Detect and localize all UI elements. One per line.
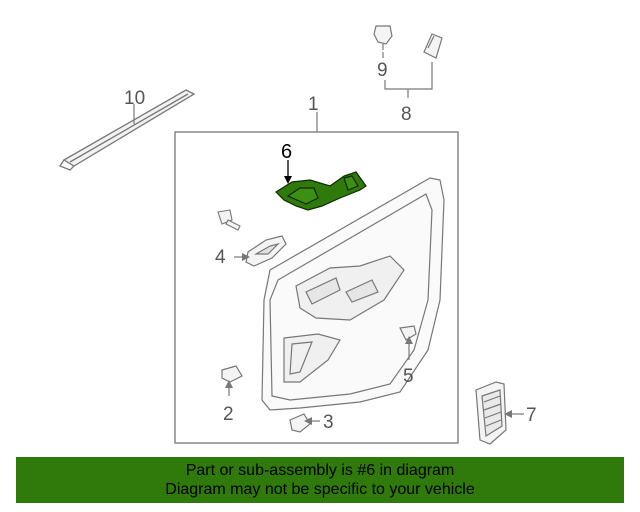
inside-handle-part-6 <box>275 171 367 211</box>
clip-part-2 <box>221 365 243 383</box>
retainer-part-8 <box>423 33 443 59</box>
banner-line-2: Diagram may not be specific to your vehi… <box>165 481 475 498</box>
callout-8: 8 <box>401 104 412 125</box>
arrow-2 <box>225 380 233 388</box>
callout-2: 2 <box>223 404 234 425</box>
parts-diagram: 10 9 8 1 6 4 <box>59 25 537 445</box>
callout-7: 7 <box>526 405 537 426</box>
handle-bezel-part-4 <box>245 235 287 267</box>
assembly-box-1 <box>174 131 459 444</box>
screw-part <box>217 209 241 231</box>
arrow-4 <box>242 253 250 261</box>
callout-5: 5 <box>403 366 414 387</box>
arrow-3 <box>304 417 312 425</box>
belt-moulding-part <box>59 89 196 171</box>
grille-part-7 <box>475 381 507 445</box>
callout-10: 10 <box>124 88 145 109</box>
arrow-5 <box>405 336 413 344</box>
callout-1: 1 <box>308 94 319 115</box>
bracket-8 <box>384 62 433 90</box>
fastener-part-3 <box>289 413 311 433</box>
callout-9: 9 <box>377 60 388 81</box>
arrow-7 <box>504 410 512 418</box>
info-banner: Part or sub-assembly is #6 in diagram Di… <box>16 457 624 503</box>
door-trim-panel <box>261 177 445 411</box>
callout-6: 6 <box>281 141 292 163</box>
callout-3: 3 <box>323 412 334 433</box>
callout-4: 4 <box>215 247 226 268</box>
arrow-6 <box>284 176 292 184</box>
banner-line-1: Part or sub-assembly is #6 in diagram <box>185 462 455 479</box>
clip-part-9 <box>373 25 393 50</box>
